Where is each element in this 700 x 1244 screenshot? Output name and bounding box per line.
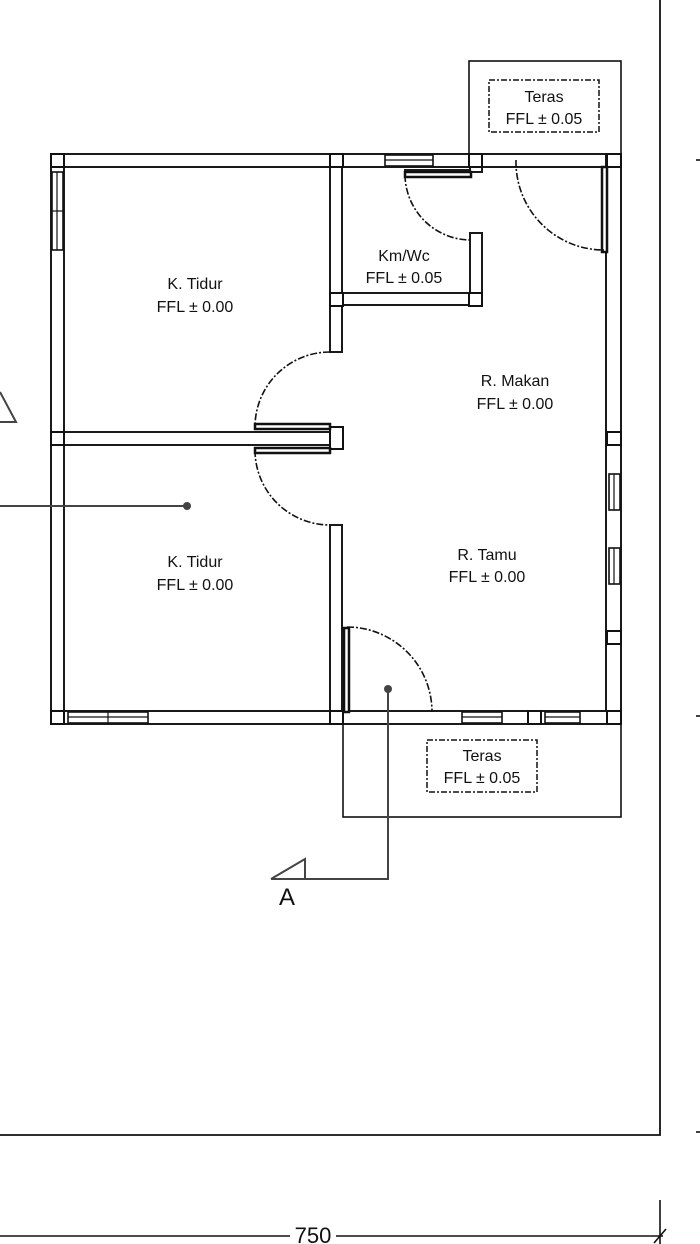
room-level-bedroom-top: FFL ± 0.00 (157, 299, 234, 316)
room-name-dining: R. Makan (481, 373, 549, 390)
column (329, 292, 344, 307)
wall-bedroom-top-right-upper (329, 159, 343, 353)
room-level-dining: FFL ± 0.00 (477, 396, 554, 413)
wall-bedroom-divider (56, 431, 341, 446)
dimension-total-width: 750 (295, 1223, 332, 1244)
door-front-leaf (342, 626, 351, 714)
doors (253, 159, 609, 714)
door-bedroom-top-swing (254, 351, 331, 428)
column (50, 153, 65, 168)
column (50, 710, 65, 725)
columns (50, 153, 622, 725)
terrace-back-level: FFL ± 0.05 (506, 111, 583, 128)
section-point (183, 502, 191, 510)
terrace-front-level: FFL ± 0.05 (444, 770, 521, 787)
column (329, 426, 344, 450)
terrace-back-name: Teras (524, 89, 563, 106)
column (527, 710, 542, 725)
column (606, 630, 622, 645)
door-back-leaf (600, 165, 609, 254)
wall-bedroom-bottom-right-lower (329, 524, 343, 718)
room-level-living: FFL ± 0.00 (449, 569, 526, 586)
terrace-front-label-box (426, 739, 538, 793)
room-name-bedroom-top: K. Tidur (167, 276, 223, 293)
column (606, 153, 622, 168)
room-level-bathroom: FFL ± 0.05 (366, 270, 443, 287)
windows (51, 154, 621, 724)
room-name-bedroom-bottom: K. Tidur (167, 554, 223, 571)
wall-top-left (50, 153, 342, 168)
column (329, 153, 344, 168)
interior-walls (56, 159, 483, 718)
room-name-living: R. Tamu (457, 547, 516, 564)
door-back-swing (515, 159, 605, 251)
section-mark-bottom: A (279, 884, 295, 911)
column (468, 292, 483, 307)
door-bedroom-bottom-leaf (253, 446, 332, 455)
site-boundary (0, 0, 661, 1136)
column (606, 431, 622, 446)
room-name-bathroom: Km/Wc (378, 248, 430, 265)
door-front-swing (346, 626, 433, 713)
terrace-back-label-box (488, 79, 600, 133)
dimension-line (0, 1200, 667, 1244)
room-level-bedroom-bottom: FFL ± 0.00 (157, 577, 234, 594)
terrace-front-name: Teras (462, 748, 501, 765)
wall-bath-bottom (335, 292, 477, 306)
section-line-a (0, 391, 392, 880)
column (329, 710, 344, 725)
column (606, 710, 622, 725)
door-bath-leaf (403, 170, 473, 179)
door-bedroom-bottom-swing (254, 449, 331, 526)
column (50, 431, 65, 446)
door-bedroom-top-leaf (253, 422, 332, 431)
door-bath-swing (404, 174, 471, 241)
column (468, 153, 483, 168)
